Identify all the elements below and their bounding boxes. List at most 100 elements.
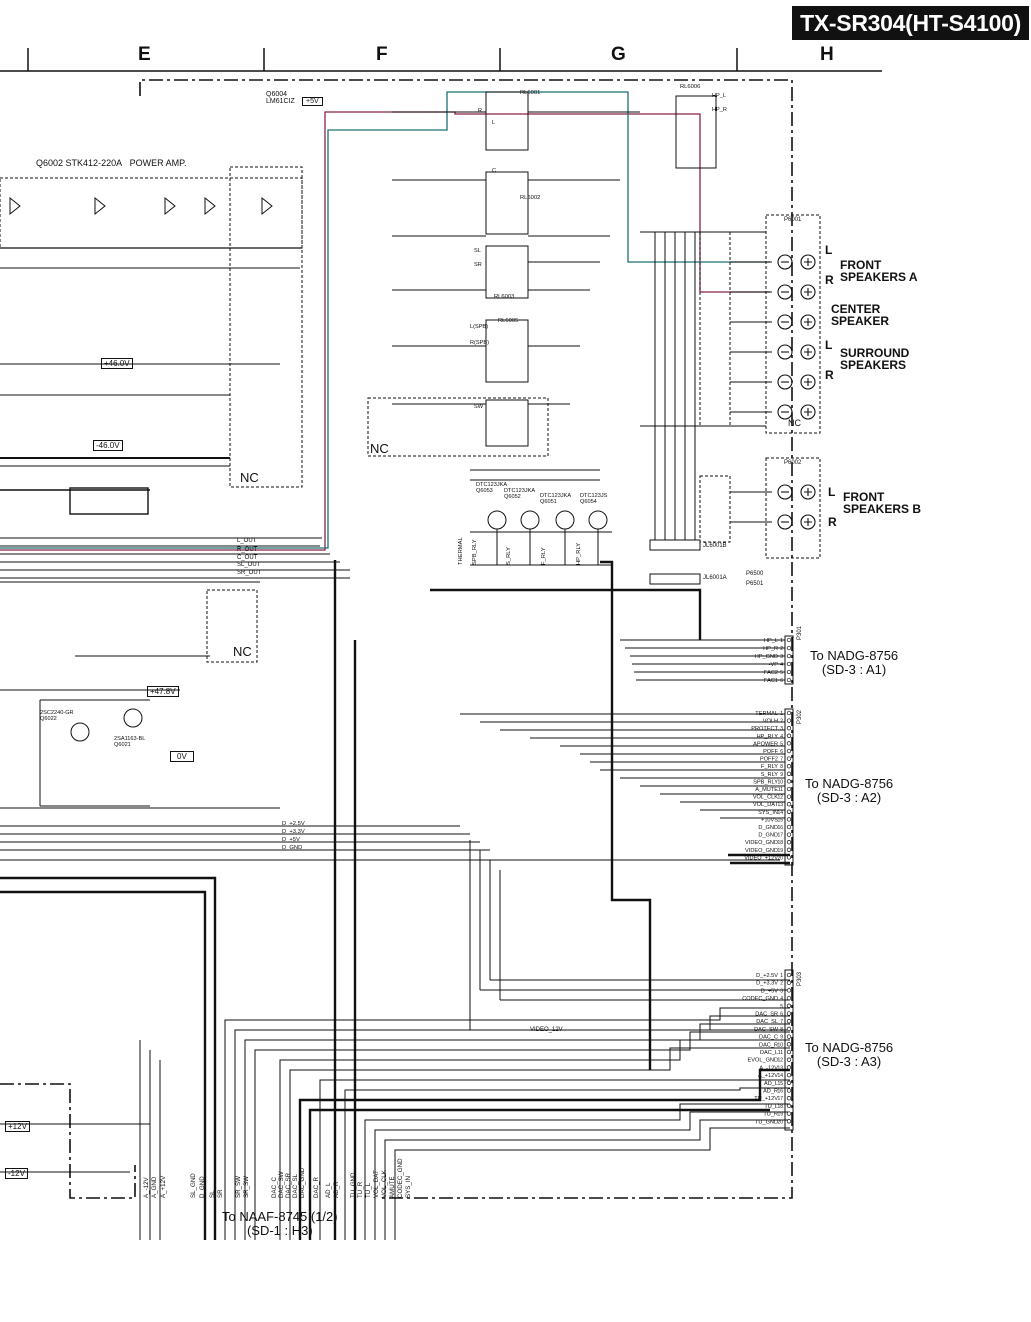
connector-p302-pin-number-4: 4 xyxy=(780,734,783,740)
connector-p303-pin-number-9: 9 xyxy=(780,1035,783,1041)
speaker-terminals xyxy=(640,214,821,585)
speaker-terminal-symbols xyxy=(777,254,816,530)
terminal-plus-3 xyxy=(800,344,816,360)
power-amp-part: STK412-220A xyxy=(65,158,123,168)
rail-label-neg12v: -12V xyxy=(5,1168,28,1179)
connector-p302-pin-number-9: 9 xyxy=(780,772,783,778)
rail-label-0v: 0V xyxy=(170,751,194,762)
connector-p301-pin-dot-2 xyxy=(786,645,792,651)
bottom-bus-label-20: VOL_DAT xyxy=(373,1170,380,1198)
bottom-bus-label-14: DAC_R xyxy=(313,1176,320,1198)
relay-label-rl6001: RL6001 xyxy=(520,90,540,96)
front-a-channel-r: R xyxy=(825,273,834,287)
terminal-plus-5 xyxy=(800,404,816,420)
connector-p303-pin-16: AD_R xyxy=(763,1089,778,1095)
connector-p302-pin-dot-10 xyxy=(786,779,792,784)
bottom-bus-label-7: SR_SW xyxy=(235,1176,242,1198)
connector-p303-pin-20: TU_GND xyxy=(755,1119,778,1125)
connector-p303-pin-10: DAC_R xyxy=(759,1042,778,1048)
regulator-part: LM61CIZ xyxy=(266,98,295,105)
component-labels: RL6001RL6002RL6003RL6005RL6006LRCSLSRL(S… xyxy=(40,84,727,851)
connector-p302-pin-dot-16 xyxy=(786,824,792,830)
jumper-p6500: P6500 xyxy=(746,571,764,577)
p303-destination: To NADG-8756 (SD-3 : A3) xyxy=(805,1040,894,1069)
connector-p302-pin-dot-6 xyxy=(786,748,792,754)
transistor-part-q6052: DTC123JKA xyxy=(504,488,535,494)
regulator-supply: +5V xyxy=(302,97,323,106)
terminal-minus-7 xyxy=(777,514,793,530)
connector-p301-pin-dot-1 xyxy=(786,637,792,643)
bottom-bus-label-2: A_+12V xyxy=(160,1175,167,1198)
relay-channel-8: HP_L xyxy=(712,93,726,99)
bottom-bus-label-15: AD_L xyxy=(325,1182,332,1198)
connector-p303-pin-7: DAC_SL xyxy=(756,1019,778,1025)
connector-p303-pin-dot-6 xyxy=(786,1011,792,1016)
nc-label-3: NC xyxy=(233,644,252,659)
connector-p303-pin-4: CODEC_GND xyxy=(742,996,778,1002)
connector-p302-pin-dot-1 xyxy=(786,710,792,716)
transistor-part-q6051: DTC123JKA xyxy=(540,493,571,499)
connector-p302-pin-number-16: 16 xyxy=(777,825,783,831)
supply-lines xyxy=(0,825,790,1240)
relay-drive-label-3: F_RLY xyxy=(541,547,547,565)
connector-p302-pin-dot-3 xyxy=(786,726,792,731)
connector-p303-pin-number-11: 11 xyxy=(778,1050,783,1056)
terminal-plus-mark-3 xyxy=(804,348,812,356)
terminal-plus-mark-6 xyxy=(804,488,812,496)
connector-p303-pin-number-4: 4 xyxy=(780,996,783,1002)
connector-p301-ref: P301 xyxy=(797,625,803,640)
terminal-plus-7 xyxy=(800,514,816,530)
connector-p303-pin-1: D_+2.5V xyxy=(756,973,778,979)
nc-label-1: NC xyxy=(240,470,259,485)
front-b-channel-l: L xyxy=(828,485,836,499)
connector-p302-pin-1: TERMAL xyxy=(755,711,778,717)
main-thick-bus xyxy=(0,560,790,1240)
connector-p303-pin-dot-12 xyxy=(786,1057,792,1062)
relay-label-rl6005: RL6005 xyxy=(498,318,518,324)
teal-trace xyxy=(0,91,770,549)
relay-label-rl6003: RL6003 xyxy=(494,294,514,300)
connector-p302-pin-20: VIDEO_+12V xyxy=(744,855,778,861)
connector-p303-pin-13: A_-12V xyxy=(759,1065,778,1071)
connector-p302-pin-dot-17 xyxy=(786,832,792,837)
connector-p303-pin-number-3: 3 xyxy=(780,988,783,994)
transistor-ref-q6021: Q6021 xyxy=(114,742,131,748)
connector-p302-pin-9: S_RLY xyxy=(761,772,779,778)
connector-p303-pin-6: DAC_SR xyxy=(755,1012,778,1018)
connector-p303-pin-12: EVOL_GND xyxy=(748,1058,778,1064)
relay-drive-label-1: SPB_RLY xyxy=(472,539,478,565)
p301-destination: To NADG-8756 (SD-3 : A1) xyxy=(810,648,899,677)
relay-channel-7: SW xyxy=(474,404,484,410)
connector-p302-pin-number-18: 18 xyxy=(777,840,783,846)
terminal-minus-6 xyxy=(777,484,793,500)
connector-p302-pin-dot-13 xyxy=(786,802,792,807)
terminal-plus-mark-4 xyxy=(804,378,812,386)
connector-p303-pin-number-14: 14 xyxy=(777,1073,783,1079)
dac-bundle xyxy=(224,1007,790,1240)
relay-drive-label-4: HP_RLY xyxy=(576,543,582,565)
video-12v-label: VIDEO_12V xyxy=(530,1027,563,1033)
connector-p302-pin-dot-2 xyxy=(786,718,792,723)
connector-p303-pin-number-18: 18 xyxy=(777,1104,783,1110)
regulator-label: Q6004 LM61CIZ xyxy=(266,91,295,105)
connector-p303-pin-dot-13 xyxy=(786,1065,792,1070)
connector-blocks xyxy=(460,635,794,1131)
connector-p302-pin-number-11: 11 xyxy=(778,787,783,793)
connector-p303-pin-number-13: 13 xyxy=(777,1065,783,1071)
connector-p303-pin-number-16: 16 xyxy=(777,1089,783,1095)
connector-p302-pin-number-7: 7 xyxy=(780,757,783,763)
connector-p303-pin-dot-4 xyxy=(786,995,792,1001)
supply-label-3: D_GND xyxy=(282,845,302,851)
terminal-p6002: P6002 xyxy=(784,460,802,466)
connector-p303-pin-dot-11 xyxy=(786,1049,792,1055)
connector-p302-pin-dot-9 xyxy=(786,771,792,776)
bottom-bus-label-19: TU_L xyxy=(365,1182,372,1198)
jumper-jl6001b: JL6001B xyxy=(703,543,727,549)
bottom-bus-label-24: SYS_IN xyxy=(405,1176,412,1198)
connector-p301-pin-dot-3 xyxy=(786,653,792,659)
amp-output-label-4: SR_OUT xyxy=(237,570,262,576)
connector-p301-pin-dot-5 xyxy=(786,669,792,675)
output-bus xyxy=(0,537,350,579)
connector-p302-pin-17: D_GND xyxy=(758,833,778,839)
